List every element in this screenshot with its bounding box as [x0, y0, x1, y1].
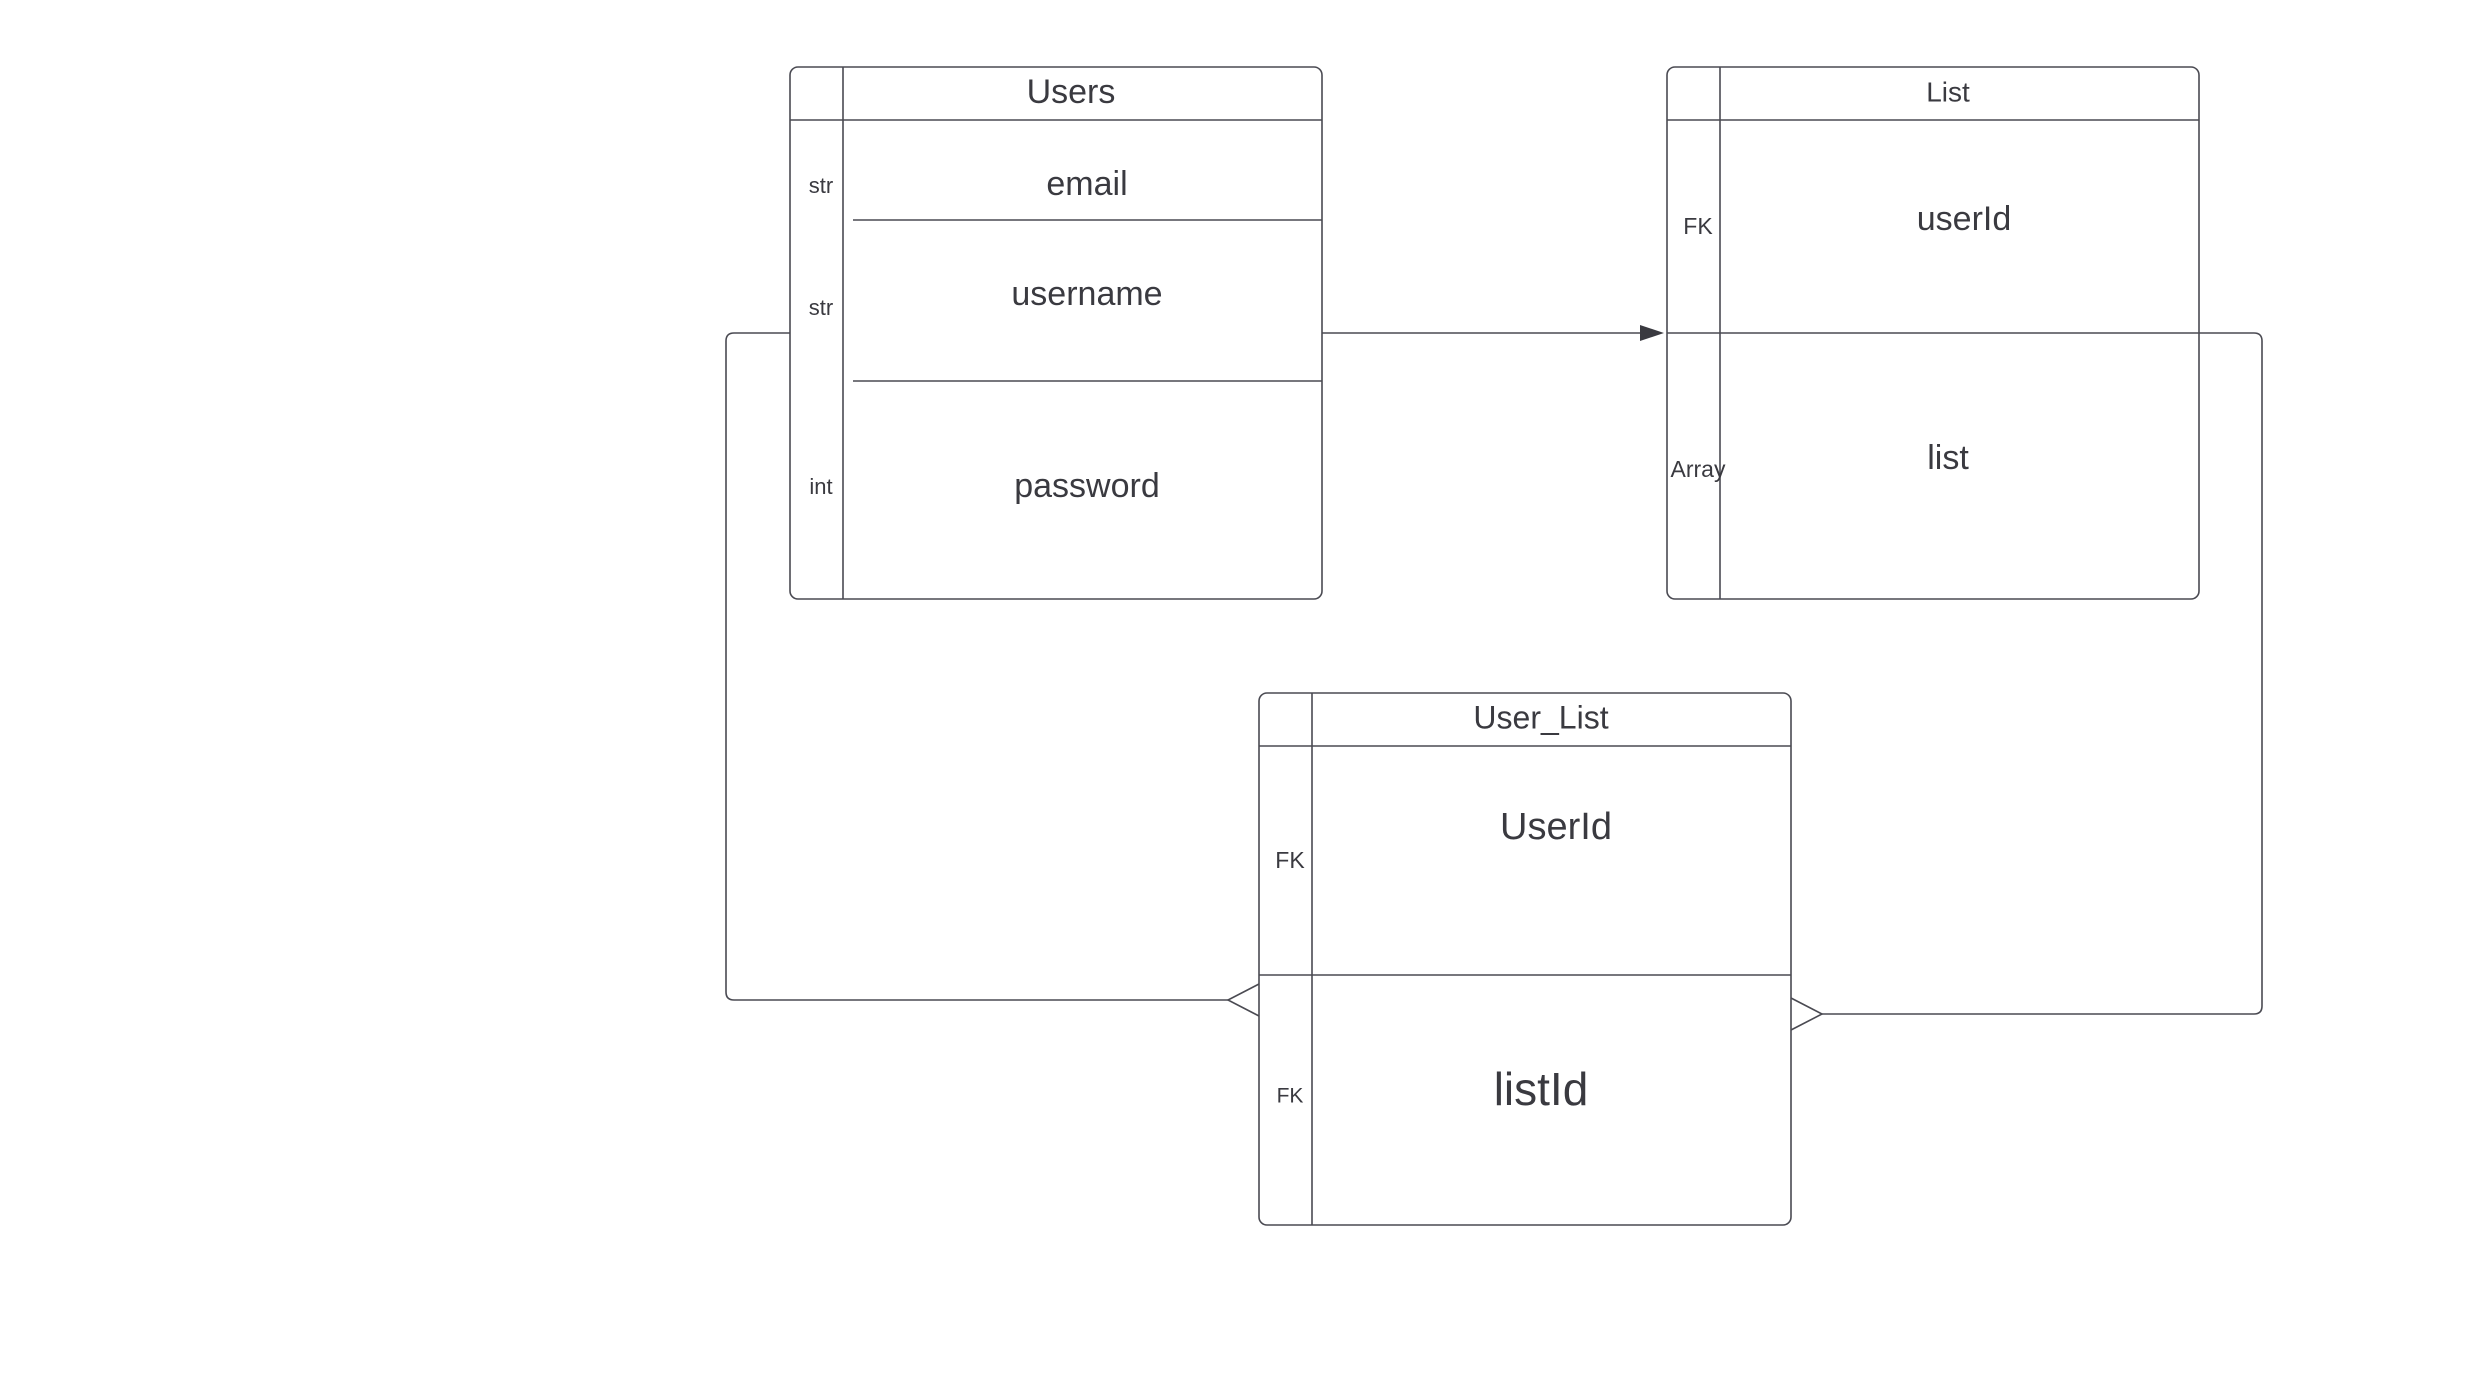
arrowhead-icon [1640, 325, 1664, 341]
entity-box [1258, 692, 1792, 1226]
crows-foot-icon [1226, 983, 1260, 1017]
entity-users[interactable]: Users str email str username int passwor… [789, 66, 1323, 600]
field-name: userId [1917, 200, 2012, 238]
field-type: int [809, 474, 832, 499]
field-name: list [1927, 439, 1969, 477]
relationship-list-user-list[interactable] [1790, 332, 2263, 1031]
relationship-users-list[interactable] [1322, 325, 1664, 341]
field-type: FK [1277, 1085, 1304, 1108]
connector-line [1822, 332, 2263, 1015]
field-type: FK [1683, 213, 1713, 239]
field-type: str [809, 173, 833, 198]
field-name: password [1014, 467, 1160, 505]
field-type: str [809, 295, 833, 320]
field-name: UserId [1500, 806, 1612, 848]
field-type: FK [1275, 847, 1305, 873]
field-name: listId [1494, 1063, 1589, 1115]
relationship-users-user-list[interactable] [725, 332, 1260, 1017]
entity-box [789, 66, 1323, 600]
entity-title: User_List [1473, 699, 1608, 735]
entity-title: List [1926, 76, 1970, 107]
entity-list[interactable]: List FK userId Array list [1666, 66, 2200, 600]
field-name: email [1046, 165, 1127, 203]
field-name: username [1011, 275, 1162, 313]
entity-user-list[interactable]: User_List FK UserId FK listId [1258, 692, 1792, 1226]
entity-title: Users [1027, 73, 1116, 111]
field-type: Array [1671, 456, 1726, 482]
crows-foot-icon [1790, 997, 1824, 1031]
connector-line [725, 332, 1228, 1001]
